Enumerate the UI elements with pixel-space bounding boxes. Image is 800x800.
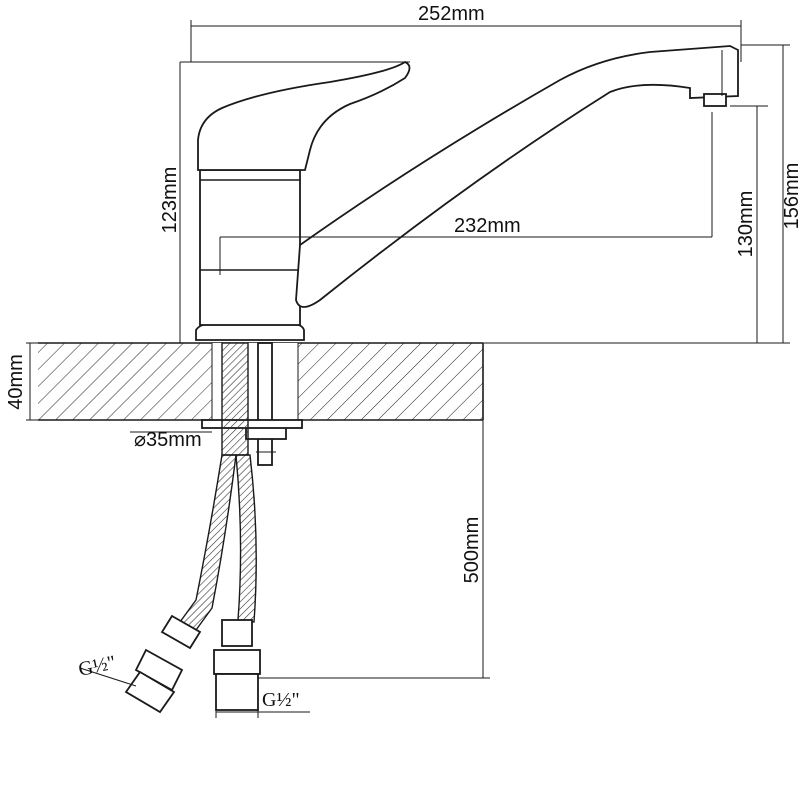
faucet-body <box>195 45 739 341</box>
label-thread-left: G½" <box>76 652 117 681</box>
fitting-right <box>213 619 261 711</box>
label-spout-outlet-height: 130mm <box>735 191 757 258</box>
label-mounting-hole-diameter: ⌀35mm <box>134 429 202 451</box>
dimension-labels: 252mm 232mm 123mm 130mm 156mm 40mm ⌀35mm… <box>5 3 800 711</box>
label-thread-right: G½" <box>262 689 300 711</box>
label-countertop-thickness: 40mm <box>5 354 27 410</box>
label-spout-reach: 232mm <box>454 215 521 237</box>
mounting-hardware <box>201 342 303 466</box>
fitting-left <box>124 614 202 714</box>
label-total-height: 156mm <box>781 163 800 230</box>
label-hose-length: 500mm <box>461 517 483 584</box>
label-body-height: 123mm <box>159 167 181 234</box>
label-overall-length: 252mm <box>418 3 485 25</box>
dimension-lines <box>26 20 790 718</box>
flexible-hoses <box>124 342 261 714</box>
